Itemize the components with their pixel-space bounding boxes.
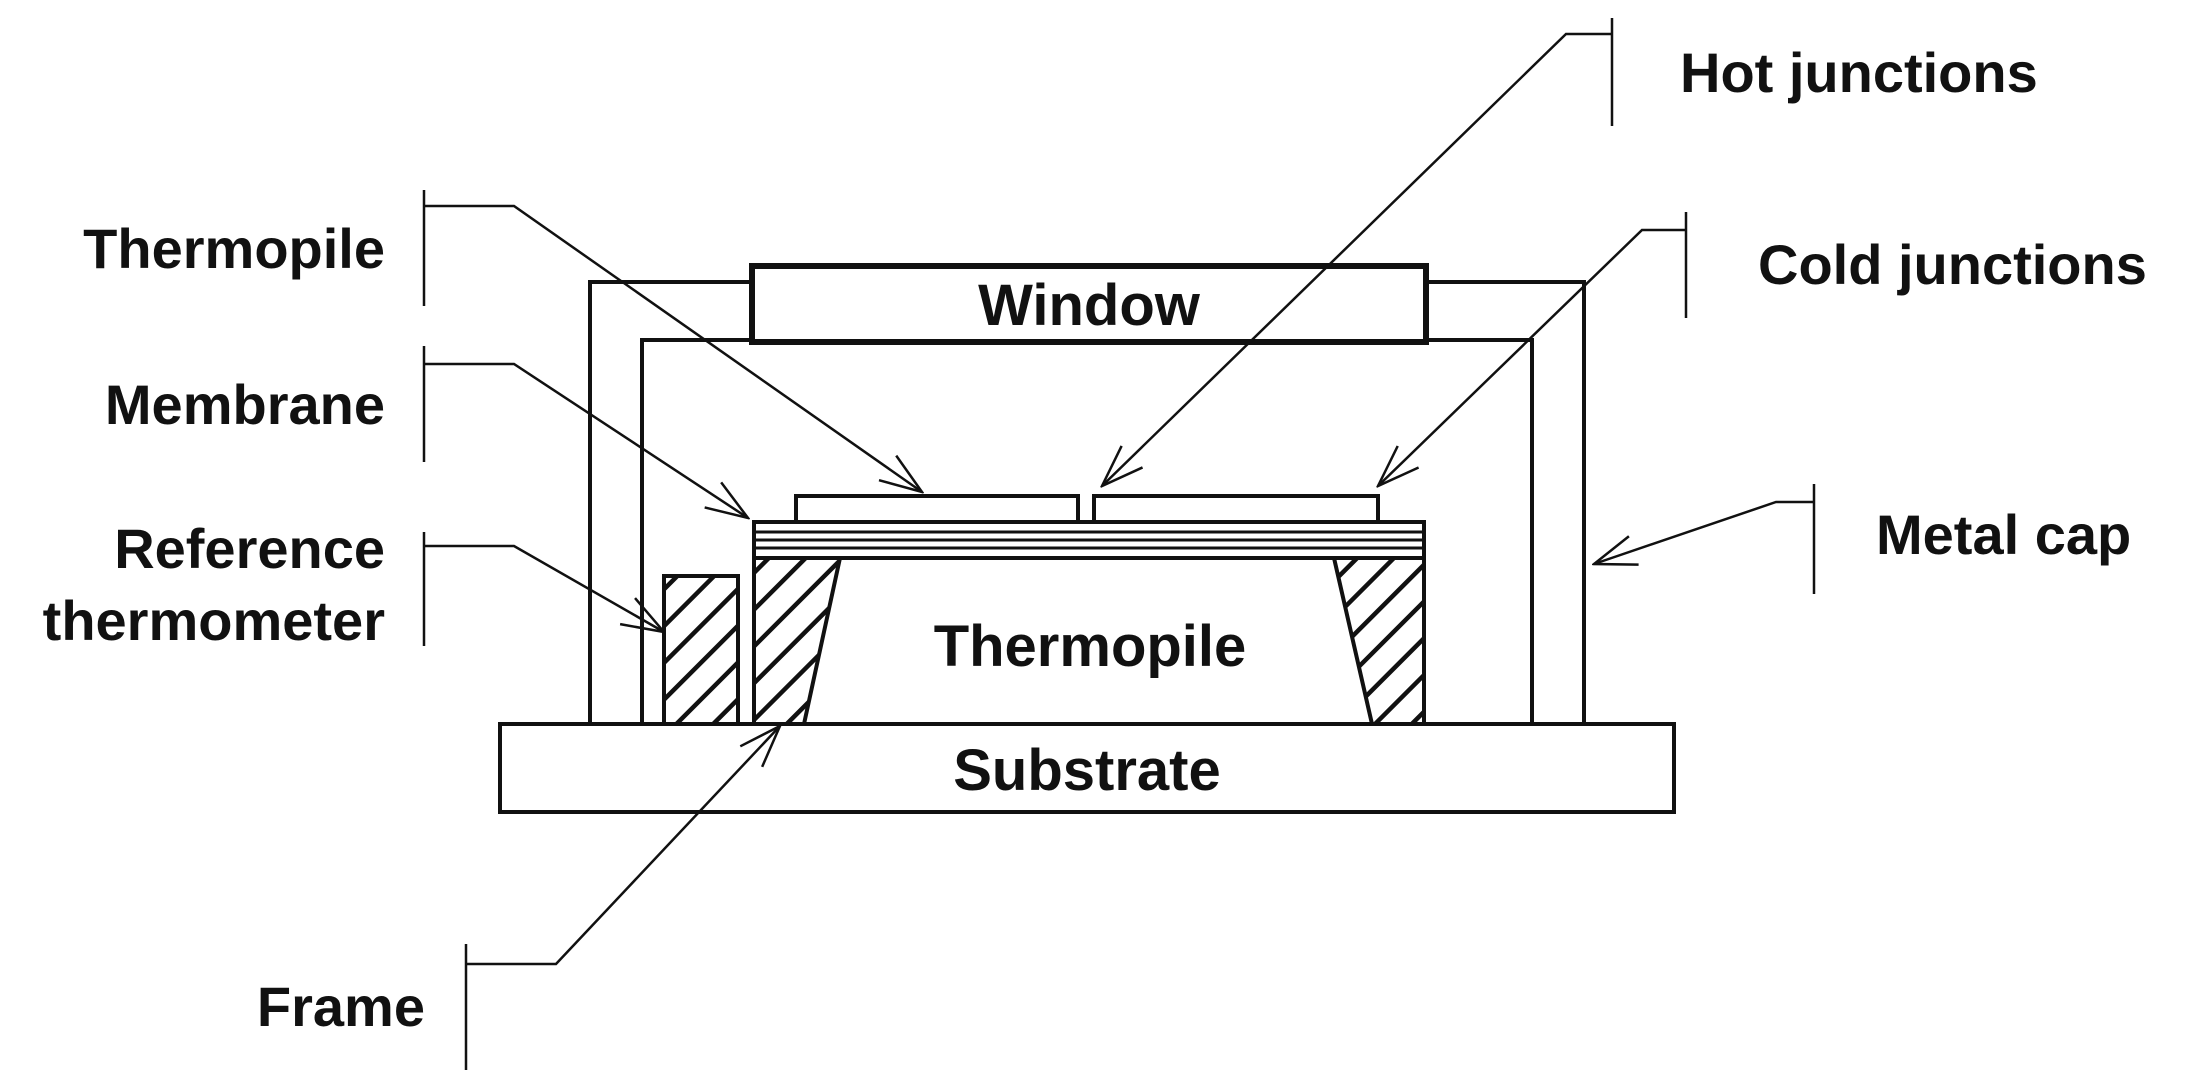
- hot-junctions-label: Hot junctions: [1680, 41, 2038, 104]
- reference-thermometer-label-line1: Reference: [114, 517, 385, 580]
- cold-junctions-label: Cold junctions: [1758, 233, 2147, 296]
- frame-right: [1331, 556, 1426, 726]
- frame-label: Frame: [257, 975, 425, 1038]
- leader-cold-junctions: [1378, 212, 1688, 486]
- substrate-label: Substrate: [953, 738, 1221, 803]
- thermopile-element-left: [794, 494, 1080, 524]
- thermopile-element-right: [1092, 494, 1380, 524]
- thermopile-body-label: Thermopile: [934, 614, 1247, 679]
- leader-membrane: [422, 346, 748, 518]
- leader-thermopile: [422, 190, 922, 492]
- membrane-layers: [752, 520, 1426, 560]
- leader-metal-cap: [1594, 484, 1816, 594]
- substrate-block: [498, 722, 1676, 814]
- metal-cap-inner: [640, 338, 1534, 724]
- reference-thermometer-block: [662, 574, 740, 726]
- thermopile-label: Thermopile: [83, 217, 385, 280]
- metal-cap-outer: [588, 280, 1586, 724]
- leader-frame: [464, 726, 780, 1070]
- leader-hot-junctions: [1102, 18, 1614, 486]
- reference-thermometer-label-line2: thermometer: [43, 589, 385, 652]
- leader-reference-thermometer: [422, 532, 664, 646]
- frame-left: [752, 556, 843, 726]
- window-label: Window: [978, 273, 1201, 338]
- metal-cap-label: Metal cap: [1876, 503, 2131, 566]
- membrane-label: Membrane: [105, 373, 385, 436]
